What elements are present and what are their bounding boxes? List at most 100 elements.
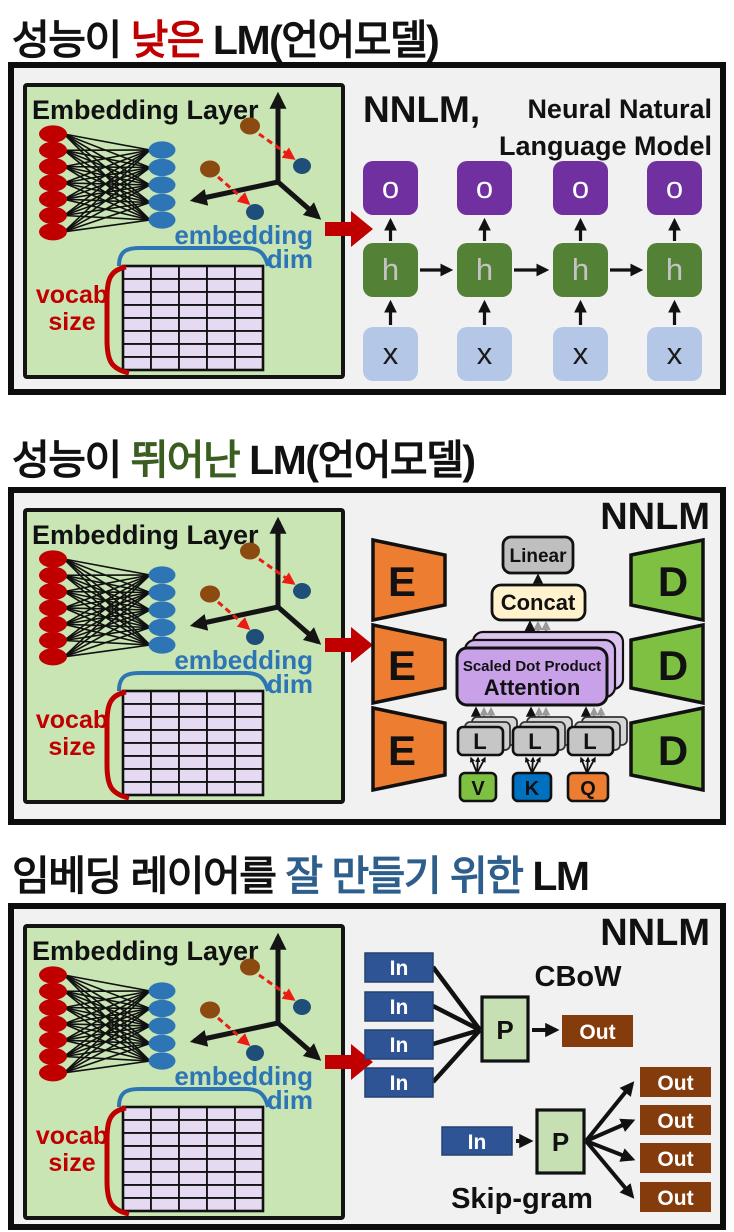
mapping-arrow bbox=[258, 973, 296, 1001]
input-node bbox=[39, 174, 67, 192]
hidden-node bbox=[148, 999, 176, 1018]
nn-connections bbox=[39, 125, 176, 241]
svg-text:h: h bbox=[666, 252, 683, 287]
multihead-attention: Linear Concat Scaled Dot Product Attenti… bbox=[455, 535, 625, 707]
decoder-stack: D D D bbox=[629, 537, 705, 793]
svg-text:x: x bbox=[667, 336, 683, 371]
svg-text:o: o bbox=[572, 170, 589, 205]
svg-text:Out: Out bbox=[579, 1021, 615, 1044]
out-box bbox=[640, 1143, 711, 1173]
hidden-node bbox=[148, 158, 176, 177]
embedding-dim-label-1: embedding bbox=[174, 645, 313, 675]
matrix-cell bbox=[122, 781, 152, 796]
svg-text:Linear: Linear bbox=[509, 546, 567, 567]
embedding-matrix bbox=[121, 689, 265, 797]
linear-head bbox=[566, 725, 615, 757]
matrix-cell bbox=[206, 1184, 236, 1199]
matrix-cell bbox=[178, 1132, 208, 1147]
section-2-title: 성능이 뛰어난 LM(언어모델) bbox=[12, 426, 476, 486]
matrix-cell bbox=[206, 716, 236, 731]
projection-box bbox=[480, 995, 530, 1063]
transformer-diagram: NNLM E E E D D D Linear bbox=[371, 497, 710, 803]
encoder-block bbox=[371, 705, 447, 793]
svg-text:In: In bbox=[390, 1072, 409, 1095]
svg-text:Concat: Concat bbox=[501, 590, 576, 615]
matrix-cell bbox=[178, 716, 208, 731]
matrix-cell bbox=[234, 356, 264, 371]
input-node bbox=[39, 125, 67, 143]
matrix-cell bbox=[178, 781, 208, 796]
vocab-size-label-2: size bbox=[48, 308, 95, 336]
mapping-arrow bbox=[217, 600, 251, 631]
title-text: LM bbox=[522, 853, 590, 899]
svg-text:Q: Q bbox=[580, 778, 596, 800]
matrix-cell bbox=[122, 1158, 152, 1173]
matrix-cell bbox=[234, 1158, 264, 1173]
matrix-cell bbox=[150, 690, 180, 705]
matrix-cell bbox=[234, 291, 264, 306]
matrix-cell bbox=[150, 1158, 180, 1173]
matrix-cell bbox=[234, 729, 264, 744]
matrix-cell bbox=[234, 1197, 264, 1212]
matrix-cell bbox=[150, 1119, 180, 1134]
title-text: 임베딩 레이어를 bbox=[12, 853, 286, 899]
matrix-cell bbox=[122, 1171, 152, 1186]
title-text: LM(언어모델) bbox=[239, 437, 476, 483]
matrix-cell bbox=[234, 781, 264, 796]
word2vec-diagram: NNLM CBoW In In In In P Out bbox=[364, 913, 711, 1215]
hidden-node bbox=[148, 601, 176, 619]
vocab-brace bbox=[104, 264, 130, 376]
panel2-heading: NNLM bbox=[600, 497, 710, 538]
vocab-size-label-2: size bbox=[48, 1149, 95, 1177]
matrix-cell bbox=[178, 356, 208, 371]
svg-text:L: L bbox=[473, 729, 486, 754]
input-node bbox=[39, 966, 67, 984]
input-node bbox=[39, 190, 67, 208]
matrix-cell bbox=[122, 1145, 152, 1160]
matrix-cell bbox=[178, 317, 208, 332]
matrix-cell bbox=[178, 729, 208, 744]
embedded-dot-navy bbox=[293, 999, 311, 1015]
svg-text:Scaled Dot Product: Scaled Dot Product bbox=[463, 658, 601, 675]
matrix-cell bbox=[234, 1171, 264, 1186]
matrix-cell bbox=[122, 278, 152, 293]
matrix-cell bbox=[122, 291, 152, 306]
hidden-cell bbox=[553, 243, 608, 297]
svg-text:E: E bbox=[388, 642, 416, 689]
matrix-cell bbox=[206, 703, 236, 718]
matrix-cell bbox=[150, 1145, 180, 1160]
svg-text:L: L bbox=[528, 729, 541, 754]
svg-text:In: In bbox=[468, 1131, 487, 1154]
matrix-cell bbox=[178, 278, 208, 293]
matrix-cell bbox=[178, 1171, 208, 1186]
matrix-cell bbox=[122, 1132, 152, 1147]
matrix-cell bbox=[150, 755, 180, 770]
svg-text:Out: Out bbox=[657, 1148, 693, 1171]
decoder-block bbox=[629, 705, 705, 793]
matrix-cell bbox=[178, 343, 208, 358]
embedded-dot-navy bbox=[293, 583, 311, 599]
matrix-cell bbox=[206, 278, 236, 293]
matrix-cell bbox=[206, 1145, 236, 1160]
matrix-cell bbox=[234, 742, 264, 757]
matrix-cell bbox=[234, 1132, 264, 1147]
embedding-layer-title: Embedding Layer bbox=[32, 520, 259, 550]
matrix-cell bbox=[178, 1119, 208, 1134]
encoder-block bbox=[371, 622, 447, 706]
panel-embedding-training-lm: Embedding Layer embedding dim vocab size bbox=[8, 903, 726, 1230]
matrix-cell bbox=[234, 265, 264, 280]
title-accent: 뛰어난 bbox=[130, 437, 241, 483]
matrix-cell bbox=[234, 690, 264, 705]
embedded-dot-navy bbox=[246, 629, 264, 645]
embedding-layer-title: Embedding Layer bbox=[32, 936, 259, 966]
mapping-arrow bbox=[258, 557, 296, 585]
input-node bbox=[39, 158, 67, 176]
hidden-node bbox=[148, 211, 176, 229]
matrix-cell bbox=[122, 304, 152, 319]
out-box bbox=[562, 1015, 633, 1047]
matrix-cell bbox=[150, 291, 180, 306]
matrix-cell bbox=[206, 755, 236, 770]
output-cell bbox=[363, 161, 418, 215]
title-text: LM(언어모델) bbox=[203, 17, 440, 63]
